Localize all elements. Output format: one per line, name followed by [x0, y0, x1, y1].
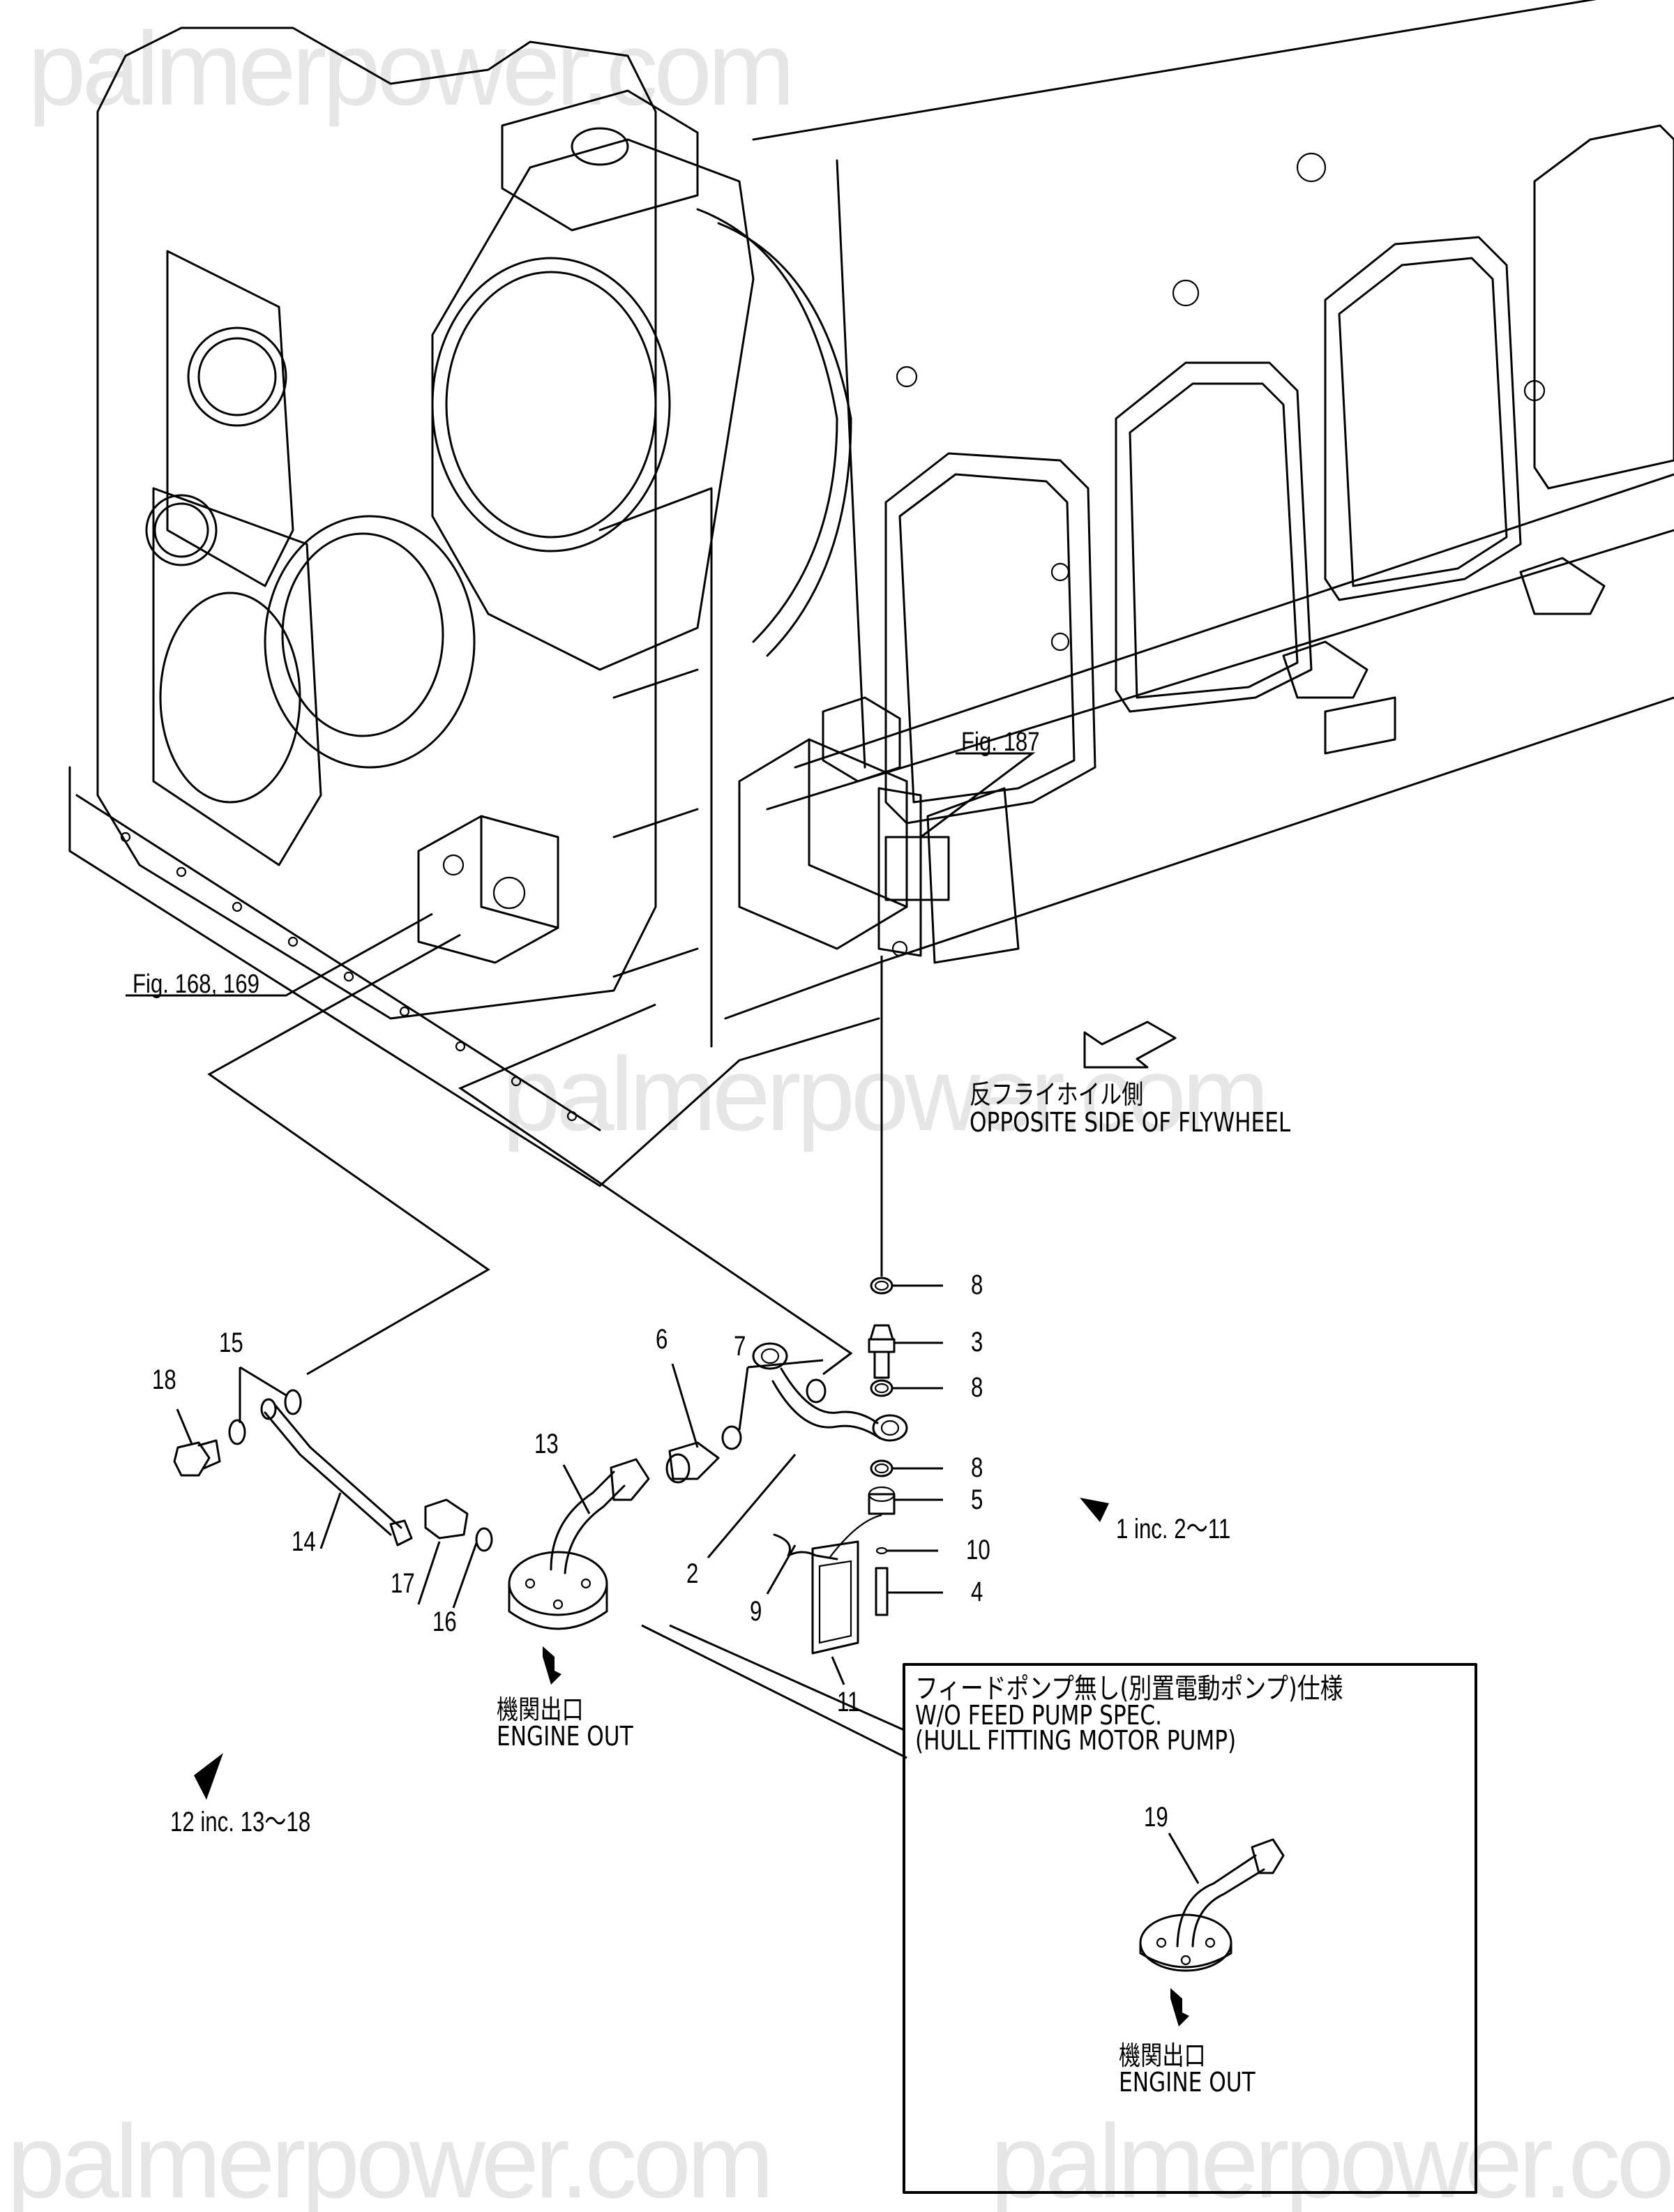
direction-arrow-icon: [1083, 1021, 1177, 1069]
callout-18: 18: [152, 1364, 176, 1395]
assembly-pointer-icon-12: [194, 1753, 223, 1800]
inset-title-en-2: (HULL FITTING MOTOR PUMP): [915, 1725, 1237, 1756]
inset-engine-out-arrow-icon: [1170, 1988, 1189, 2026]
direction-note-en: OPPOSITE SIDE OF FLYWHEEL: [970, 1107, 1291, 1138]
callout-6: 6: [656, 1324, 668, 1355]
callout-9: 9: [750, 1596, 762, 1627]
callout-10: 10: [966, 1535, 990, 1565]
callout-leaders: [176, 1284, 943, 1685]
callout-13: 13: [534, 1429, 559, 1459]
callout-15: 15: [219, 1327, 243, 1358]
callout-5: 5: [971, 1484, 983, 1515]
washer-8-top: [870, 1277, 893, 1295]
washer-8-low: [870, 1459, 893, 1477]
inset-frame: [903, 1663, 1477, 2194]
inset-title-jp: フィードポンプ無し(別置電動ポンプ)仕様: [915, 1673, 1343, 1705]
callout-16: 16: [432, 1607, 457, 1637]
inset-engine-out-jp: 機関出口: [1119, 2040, 1206, 2071]
assembly-note-1: 1 inc. 2～11: [1116, 1514, 1231, 1544]
exploded-parts: [173, 1277, 908, 1655]
assembly-pointer-icon-1: [1080, 1498, 1109, 1522]
callout-7: 7: [734, 1331, 746, 1362]
engine-out-arrow-icon: [543, 1646, 561, 1685]
part-19: [1139, 1833, 1285, 1972]
callout-14: 14: [292, 1526, 316, 1557]
callout-3: 3: [971, 1327, 983, 1357]
watermarks: palmerpower.com palmerpower.com palmerpo…: [7, 10, 1674, 2212]
callout-8-top: 8: [971, 1270, 983, 1300]
callout-19: 19: [1144, 1802, 1168, 1833]
watermark-middle: palmerpower.com: [502, 1035, 1265, 1152]
watermark-bottom-right: palmerpower.com: [990, 2102, 1674, 2212]
engine-block: [68, 0, 1674, 1187]
engine-out-jp: 機関出口: [497, 1694, 584, 1725]
engine-out-en: ENGINE OUT: [497, 1721, 633, 1752]
callout-4: 4: [971, 1577, 983, 1607]
assembly-note-12: 12 inc. 13～18: [170, 1807, 311, 1837]
callout-17: 17: [391, 1568, 415, 1599]
washer-8-mid: [870, 1379, 893, 1397]
direction-note-jp: 反フライホイル側: [970, 1079, 1144, 1110]
leader-lines: [126, 752, 1036, 1759]
callout-8-mid: 8: [971, 1372, 983, 1403]
fig-ref-187[interactable]: Fig. 187: [961, 728, 1040, 757]
inset-title-en-1: W/O FEED PUMP SPEC.: [915, 1700, 1163, 1731]
callout-11: 11: [837, 1687, 860, 1717]
watermark-top: palmerpower.com: [28, 10, 791, 127]
callout-2: 2: [686, 1558, 699, 1589]
watermark-bottom-left: palmerpower.com: [7, 2102, 770, 2212]
fig-ref-168-169[interactable]: Fig. 168, 169: [133, 970, 259, 999]
callout-8-low: 8: [971, 1452, 983, 1483]
inset-engine-out-en: ENGINE OUT: [1119, 2067, 1256, 2098]
